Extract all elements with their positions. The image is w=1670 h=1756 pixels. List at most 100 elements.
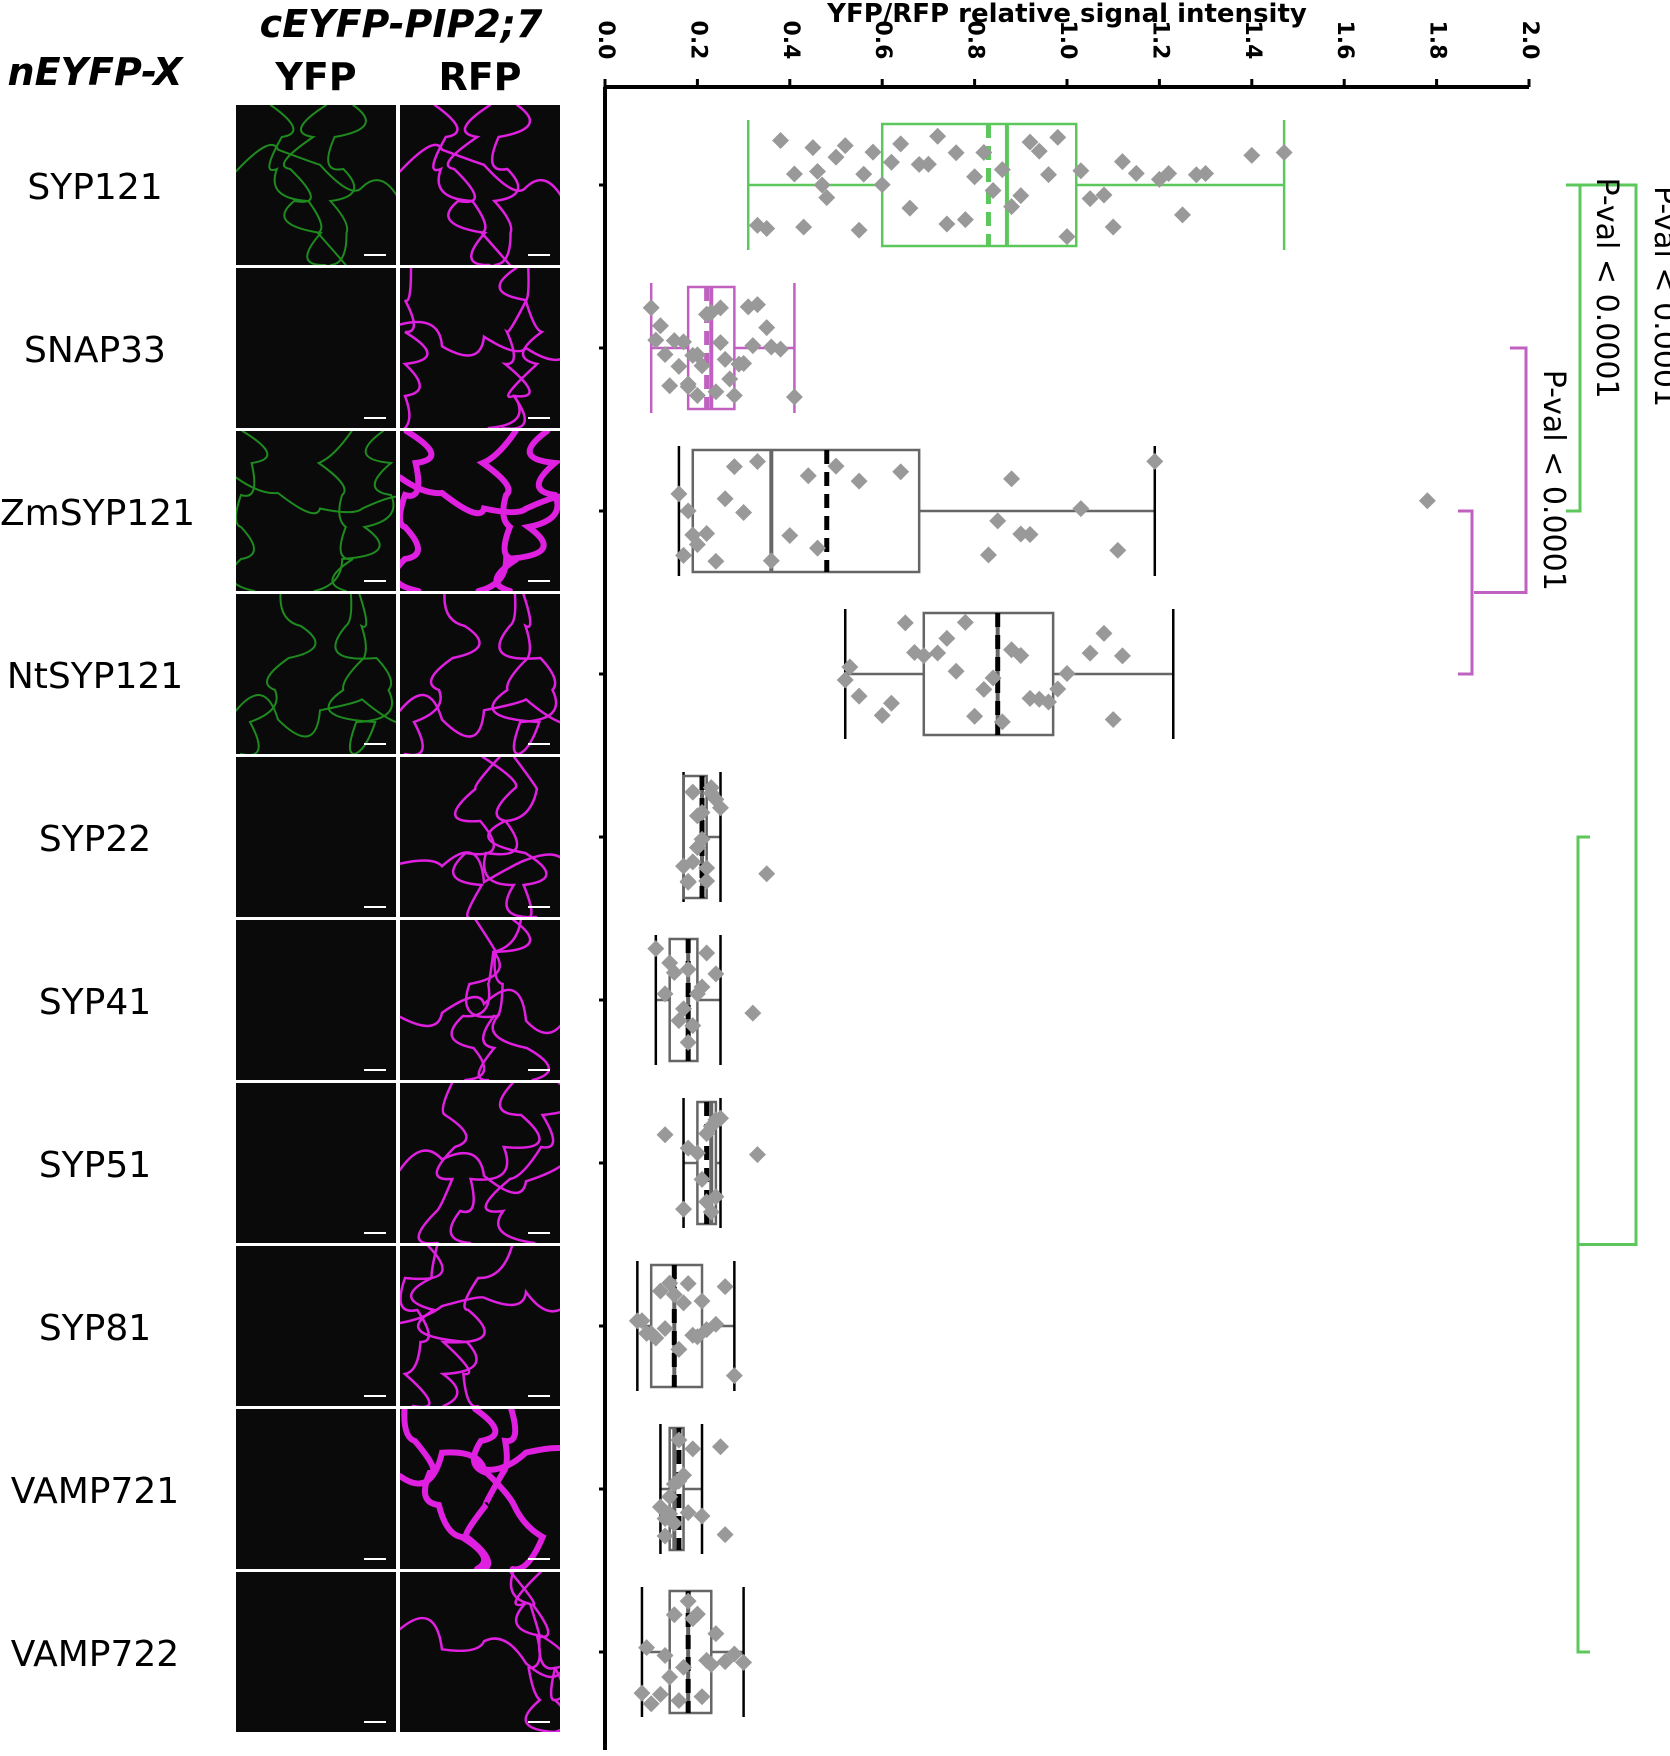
data-point (702, 1203, 720, 1221)
cell-outline (400, 693, 560, 738)
data-point (698, 872, 716, 890)
construct-x-header: nEYFP-X (7, 50, 183, 94)
cell-outline (498, 594, 558, 754)
iqr-box (922, 611, 1055, 737)
data-point (707, 1188, 725, 1206)
data-point (873, 706, 891, 724)
data-point (693, 1170, 711, 1188)
row-label: ZmSYP121 (0, 493, 195, 534)
x-tick-label: 1.6 (1332, 21, 1357, 60)
yfp-micrograph (236, 431, 396, 591)
data-point (693, 804, 711, 821)
rfp-image (400, 920, 560, 1080)
data-point (993, 161, 1011, 179)
data-point (748, 296, 766, 314)
data-point (1081, 190, 1099, 208)
yfp-micrograph (236, 1083, 396, 1243)
data-point (827, 457, 845, 475)
data-point (633, 1312, 651, 1330)
cell-outline (240, 594, 317, 754)
x-tick-label: 1.0 (1055, 21, 1080, 60)
data-point (785, 388, 803, 406)
data-point (882, 694, 900, 712)
yfp-image (236, 757, 396, 917)
data-point (744, 337, 762, 355)
cell-outline (400, 143, 560, 197)
image-background (236, 1246, 396, 1406)
data-point (947, 144, 965, 162)
data-point (915, 647, 933, 665)
data-point (735, 355, 753, 373)
data-point (716, 1526, 734, 1544)
row-label: SYP22 (38, 819, 152, 860)
data-point (818, 189, 836, 207)
data-point (1127, 164, 1145, 182)
data-point (855, 165, 873, 183)
yfp-micrograph (236, 1572, 396, 1732)
data-point (758, 319, 776, 337)
data-point (984, 669, 1002, 687)
cell-outline (400, 1444, 560, 1487)
cell-outline (452, 757, 501, 917)
box-group-syp121 (746, 120, 1293, 250)
data-point (698, 525, 716, 543)
iqr-box (691, 448, 921, 574)
box-group-syp51 (656, 1098, 766, 1228)
data-point (850, 472, 868, 490)
data-point (1049, 680, 1067, 698)
data-point (929, 127, 947, 145)
bracket-syp121-zmsyp121 (1566, 183, 1582, 513)
data-point (656, 345, 674, 363)
image-background (236, 1409, 396, 1569)
cell-outline (236, 694, 396, 738)
data-point (725, 1367, 743, 1385)
cell-outline (316, 431, 354, 591)
row-label: NtSYP121 (6, 656, 184, 697)
data-point (675, 1466, 693, 1484)
image-background (236, 268, 396, 428)
cell-outline (400, 988, 560, 1035)
data-point (675, 1000, 693, 1018)
cell-outline (236, 431, 269, 591)
yfp-micrograph (236, 268, 396, 428)
data-point (785, 165, 803, 183)
data-point (1081, 644, 1099, 662)
x-tick-label: 1.4 (1240, 21, 1265, 60)
cell-outline (475, 431, 560, 591)
data-point (633, 1684, 651, 1702)
data-point (656, 1646, 674, 1664)
data-point (1021, 525, 1039, 543)
rfp-column-header: RFP (438, 55, 522, 99)
data-point (947, 662, 965, 680)
cell-outline (400, 474, 560, 517)
data-point (1012, 525, 1030, 543)
data-point (684, 783, 702, 801)
x-tick-label: 0.2 (685, 21, 710, 60)
data-point (772, 132, 790, 149)
iqr-box (880, 122, 1078, 248)
image-background (236, 757, 396, 917)
data-point (795, 218, 813, 236)
data-point (679, 1504, 697, 1522)
data-point (642, 299, 660, 317)
data-point (693, 357, 711, 375)
rfp-micrograph (400, 920, 560, 1080)
data-point (688, 386, 706, 404)
data-point (966, 168, 984, 186)
box-group-snap33 (642, 283, 803, 413)
bracket-pair-span (1458, 509, 1474, 676)
cell-outline (439, 1246, 514, 1406)
rfp-micrograph (400, 1083, 560, 1243)
data-point (679, 960, 697, 978)
yfp-image (236, 594, 396, 754)
data-point (688, 1605, 706, 1623)
data-point (1146, 452, 1164, 470)
data-point (762, 552, 780, 570)
data-point (707, 552, 725, 570)
cell-outline (400, 1246, 444, 1406)
data-point (850, 687, 868, 705)
cell-outline (327, 105, 367, 265)
data-point (1418, 492, 1436, 510)
yfp-image (236, 268, 396, 428)
data-point (661, 1488, 679, 1506)
